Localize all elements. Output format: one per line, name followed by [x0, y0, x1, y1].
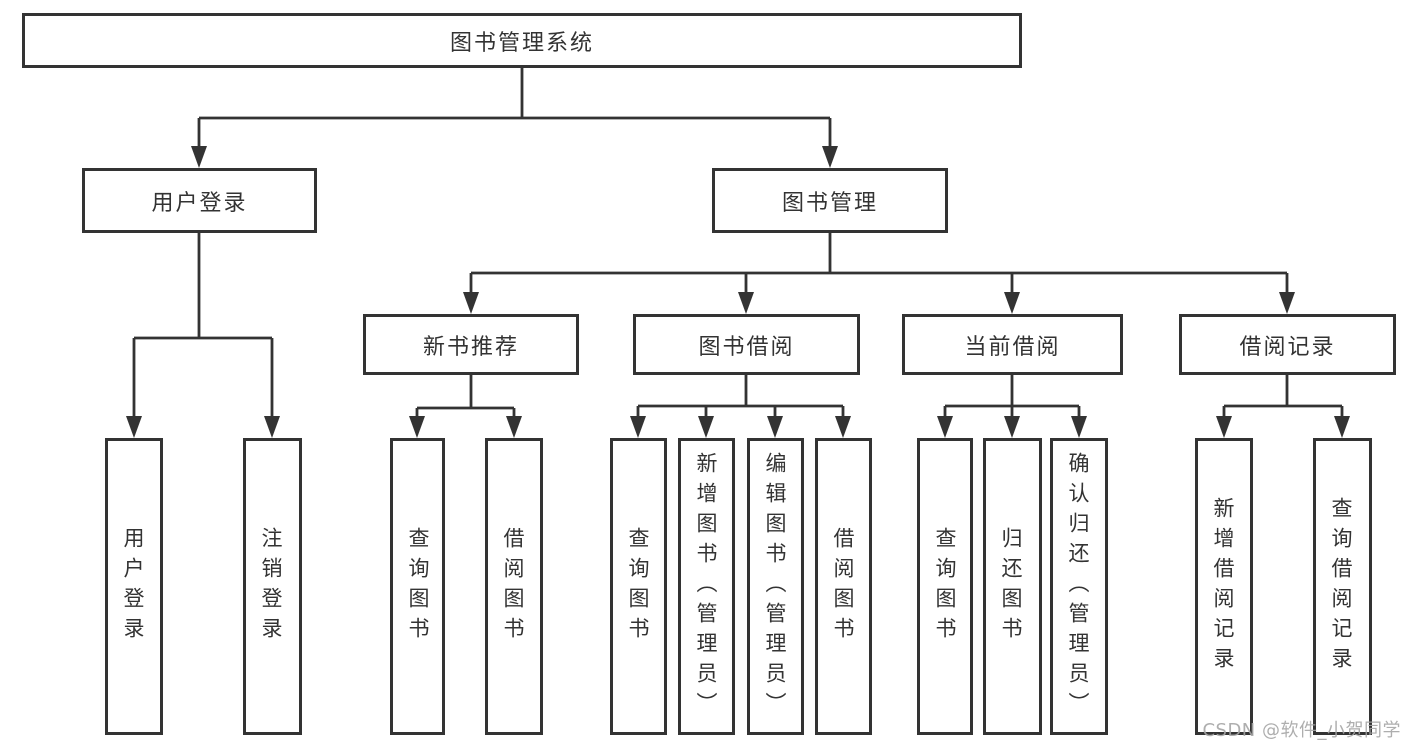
node-leaf-logout: 注销登录 [243, 438, 302, 735]
node-bw-edit-books-admin: 编辑图书（管理员） [747, 438, 804, 735]
watermark: CSDN @软件_小贺同学 [1202, 720, 1401, 741]
node-user-login: 用户登录 [82, 168, 317, 233]
node-rec-add-record: 新增借阅记录 [1195, 438, 1253, 735]
node-current-borrow: 当前借阅 [902, 314, 1123, 375]
node-book-management: 图书管理 [712, 168, 948, 233]
node-bw-add-books-admin: 新增图书（管理员） [678, 438, 735, 735]
node-bw-query-books: 查询图书 [610, 438, 667, 735]
node-nb-borrow-books: 借阅图书 [485, 438, 543, 735]
node-cur-query-books: 查询图书 [917, 438, 973, 735]
node-cur-return-books: 归还图书 [983, 438, 1042, 735]
node-cur-confirm-return-admin: 确认归还（管理员） [1050, 438, 1108, 735]
node-rec-query-record: 查询借阅记录 [1313, 438, 1372, 735]
node-leaf-user-login: 用户登录 [105, 438, 163, 735]
node-root: 图书管理系统 [22, 13, 1022, 68]
node-bw-borrow-books: 借阅图书 [815, 438, 872, 735]
node-new-book-recommend: 新书推荐 [363, 314, 579, 375]
node-book-borrow: 图书借阅 [633, 314, 860, 375]
node-borrow-records: 借阅记录 [1179, 314, 1396, 375]
node-nb-query-books: 查询图书 [390, 438, 445, 735]
